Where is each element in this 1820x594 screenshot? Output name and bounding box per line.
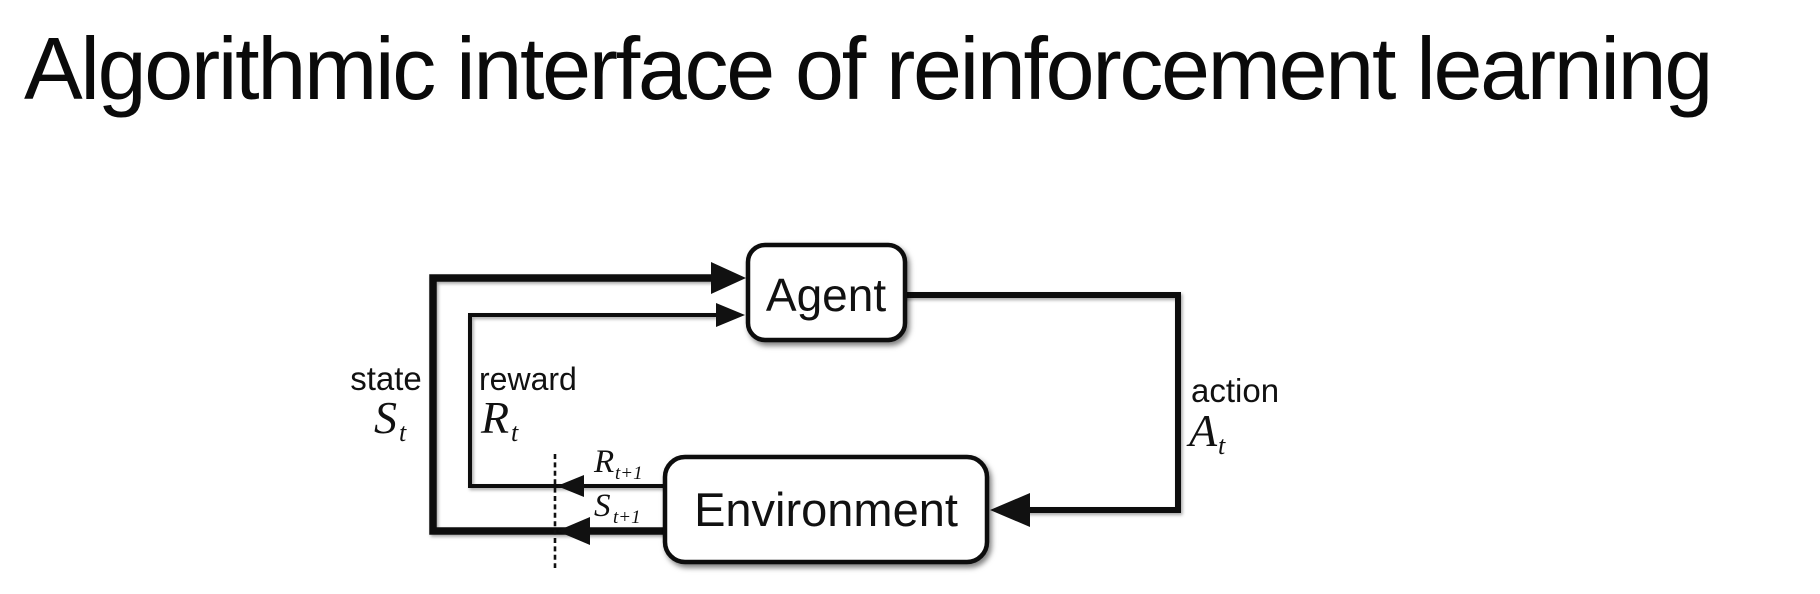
- next-state-symbol-subscript: t+1: [613, 507, 641, 528]
- reward-symbol: R: [480, 392, 509, 443]
- state-symbol-subscript: t: [399, 418, 407, 447]
- next-reward-symbol: R: [593, 444, 614, 480]
- environment-label: Environment: [694, 483, 958, 536]
- state-to-agent-arrowhead: [711, 262, 746, 294]
- next-reward-symbol-subscript: t+1: [615, 463, 643, 484]
- action-symbol: A: [1186, 405, 1218, 456]
- agent-label: Agent: [766, 269, 886, 321]
- reward-to-agent-arrowhead: [716, 303, 745, 327]
- action-symbol-subscript: t: [1218, 431, 1226, 460]
- agent-box: [745, 242, 908, 343]
- state-loop-line: [429, 274, 714, 535]
- action-label: action: [1191, 372, 1279, 409]
- reward-label: reward: [479, 361, 577, 397]
- next-state-symbol: S: [594, 488, 611, 524]
- state-symbol: S: [374, 392, 397, 443]
- state-label: state: [350, 360, 422, 397]
- reward-symbol-subscript: t: [511, 418, 519, 447]
- page-title: Algorithmic interface of reinforcement l…: [24, 19, 1713, 118]
- environment-box: [662, 454, 990, 565]
- next-reward-arrowhead: [557, 475, 584, 497]
- action-loop-line: [903, 292, 1181, 513]
- next-state-arrowhead: [557, 517, 590, 545]
- action-to-environment-arrowhead: [990, 493, 1030, 527]
